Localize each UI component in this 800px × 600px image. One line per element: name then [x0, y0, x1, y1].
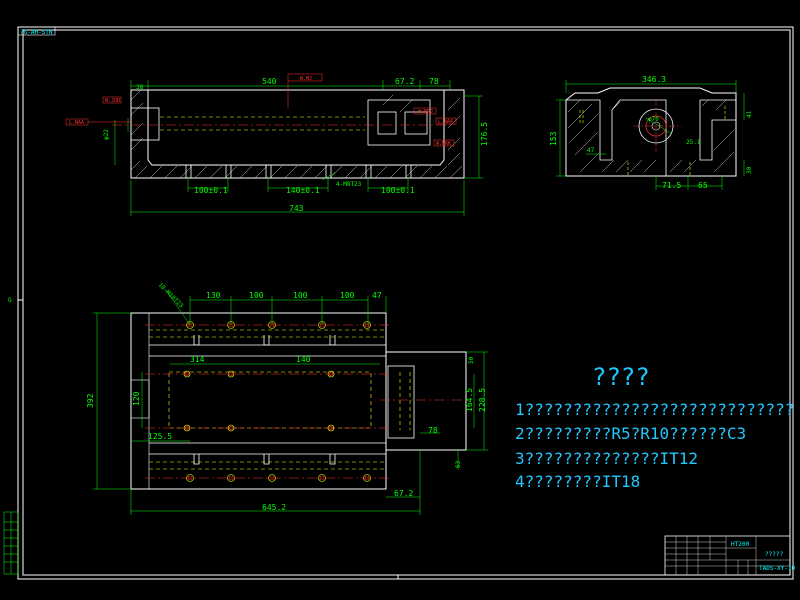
top-dim-100-a: 100: [249, 291, 264, 300]
svg-text:L.NAA: L.NAA: [438, 119, 453, 125]
front-dim-78: 78: [429, 77, 439, 86]
front-dim-176-5: 176.5: [480, 122, 489, 146]
notes-line-3: 3??????????????IT12: [515, 449, 698, 468]
revision-strip: [3, 511, 19, 575]
side-dim-phi70: φ70: [648, 116, 659, 123]
title-part-name: ?????: [765, 551, 783, 558]
side-dim-71-5: 71.5: [662, 181, 681, 190]
top-dim-100-c: 100: [340, 291, 355, 300]
side-view-hatch: [567, 99, 735, 173]
outer-border: [17, 26, 794, 580]
top-dim-130: 130: [206, 291, 221, 300]
svg-text:W.MJ: W.MJ: [300, 76, 312, 82]
top-dim-67-2: 67.2: [394, 489, 413, 498]
front-dim-140: 140±0.1: [286, 186, 320, 195]
side-dim-25-1: 25.1: [686, 139, 701, 146]
side-dim-41: 41: [746, 110, 753, 118]
corner-code-box: [17, 26, 56, 36]
top-dim-140: 140: [296, 355, 311, 364]
top-dim-125-5: 125.5: [148, 432, 172, 441]
side-dim-153: 153: [549, 131, 558, 146]
top-view: 10-M10T23 130 100 100 100 47 314 140 120…: [86, 281, 488, 515]
front-dim-540: 540: [262, 77, 277, 86]
side-dim-346-3: 346.3: [642, 75, 666, 84]
front-thread-callout: 4-M8T23: [336, 181, 362, 188]
top-dim-holes: 10-M10T23: [157, 281, 185, 309]
front-gdt-symbols: W.MJ W.JUD L.NAA W.NRJ L.NAA W.NRK: [65, 73, 457, 147]
top-dim-392: 392: [86, 393, 95, 408]
notes-line-1: 1????????????????????????????: [515, 400, 794, 419]
title-drawing-number: TADS-XY-10: [759, 565, 796, 572]
front-dim-phi22: φ22: [103, 129, 110, 140]
front-dim-38: 38: [136, 84, 144, 91]
side-view: 346.3 153 47 φ70 25.1 71.5 65 41 30: [549, 75, 753, 190]
top-dim-164-5: 164.5: [465, 388, 474, 412]
front-dim-743: 743: [289, 204, 304, 213]
side-dim-30: 30: [746, 166, 753, 174]
corner-code: ?G-AH-STN: [20, 29, 53, 36]
top-dim-645-2: 645.2: [262, 503, 286, 512]
svg-text:G: G: [8, 297, 12, 304]
side-dim-47: 47: [587, 147, 595, 154]
svg-text:W.JUD: W.JUD: [105, 98, 120, 104]
front-dim-100-right: 100±0.1: [381, 186, 415, 195]
front-dim-100-left: 100±0.1: [194, 186, 228, 195]
side-dim-65: 65: [698, 181, 708, 190]
inner-border: [22, 29, 791, 576]
top-dim-47: 47: [372, 291, 382, 300]
top-dim-63: 63: [455, 460, 462, 468]
notes-heading: ????: [592, 363, 650, 391]
notes-line-4: 4????????IT18: [515, 472, 640, 491]
top-dim-100-b: 100: [293, 291, 308, 300]
title-material: HT200: [731, 541, 749, 548]
svg-text:W.NRJ: W.NRJ: [418, 109, 433, 115]
front-view: 540 38 67.2 78 176.5 100±0.1 140±0.1 100…: [65, 73, 489, 216]
svg-text:W.NRK: W.NRK: [436, 141, 451, 147]
top-dim-50: 50: [468, 356, 475, 364]
technical-notes: ???? 1???????????????????????????? 2????…: [515, 363, 794, 491]
front-dim-67-2: 67.2: [395, 77, 414, 86]
side-view-outline: [565, 87, 737, 177]
svg-text:L.NAA: L.NAA: [69, 120, 84, 126]
top-dim-228-5: 228.5: [478, 388, 487, 412]
notes-line-2: 2?????????R5?R10??????C3: [515, 424, 746, 443]
top-dim-314: 314: [190, 355, 205, 364]
top-dim-120: 120: [132, 391, 141, 406]
title-block: HT200 ????? TADS-XY-10: [664, 535, 796, 576]
top-dim-78: 78: [428, 426, 438, 435]
